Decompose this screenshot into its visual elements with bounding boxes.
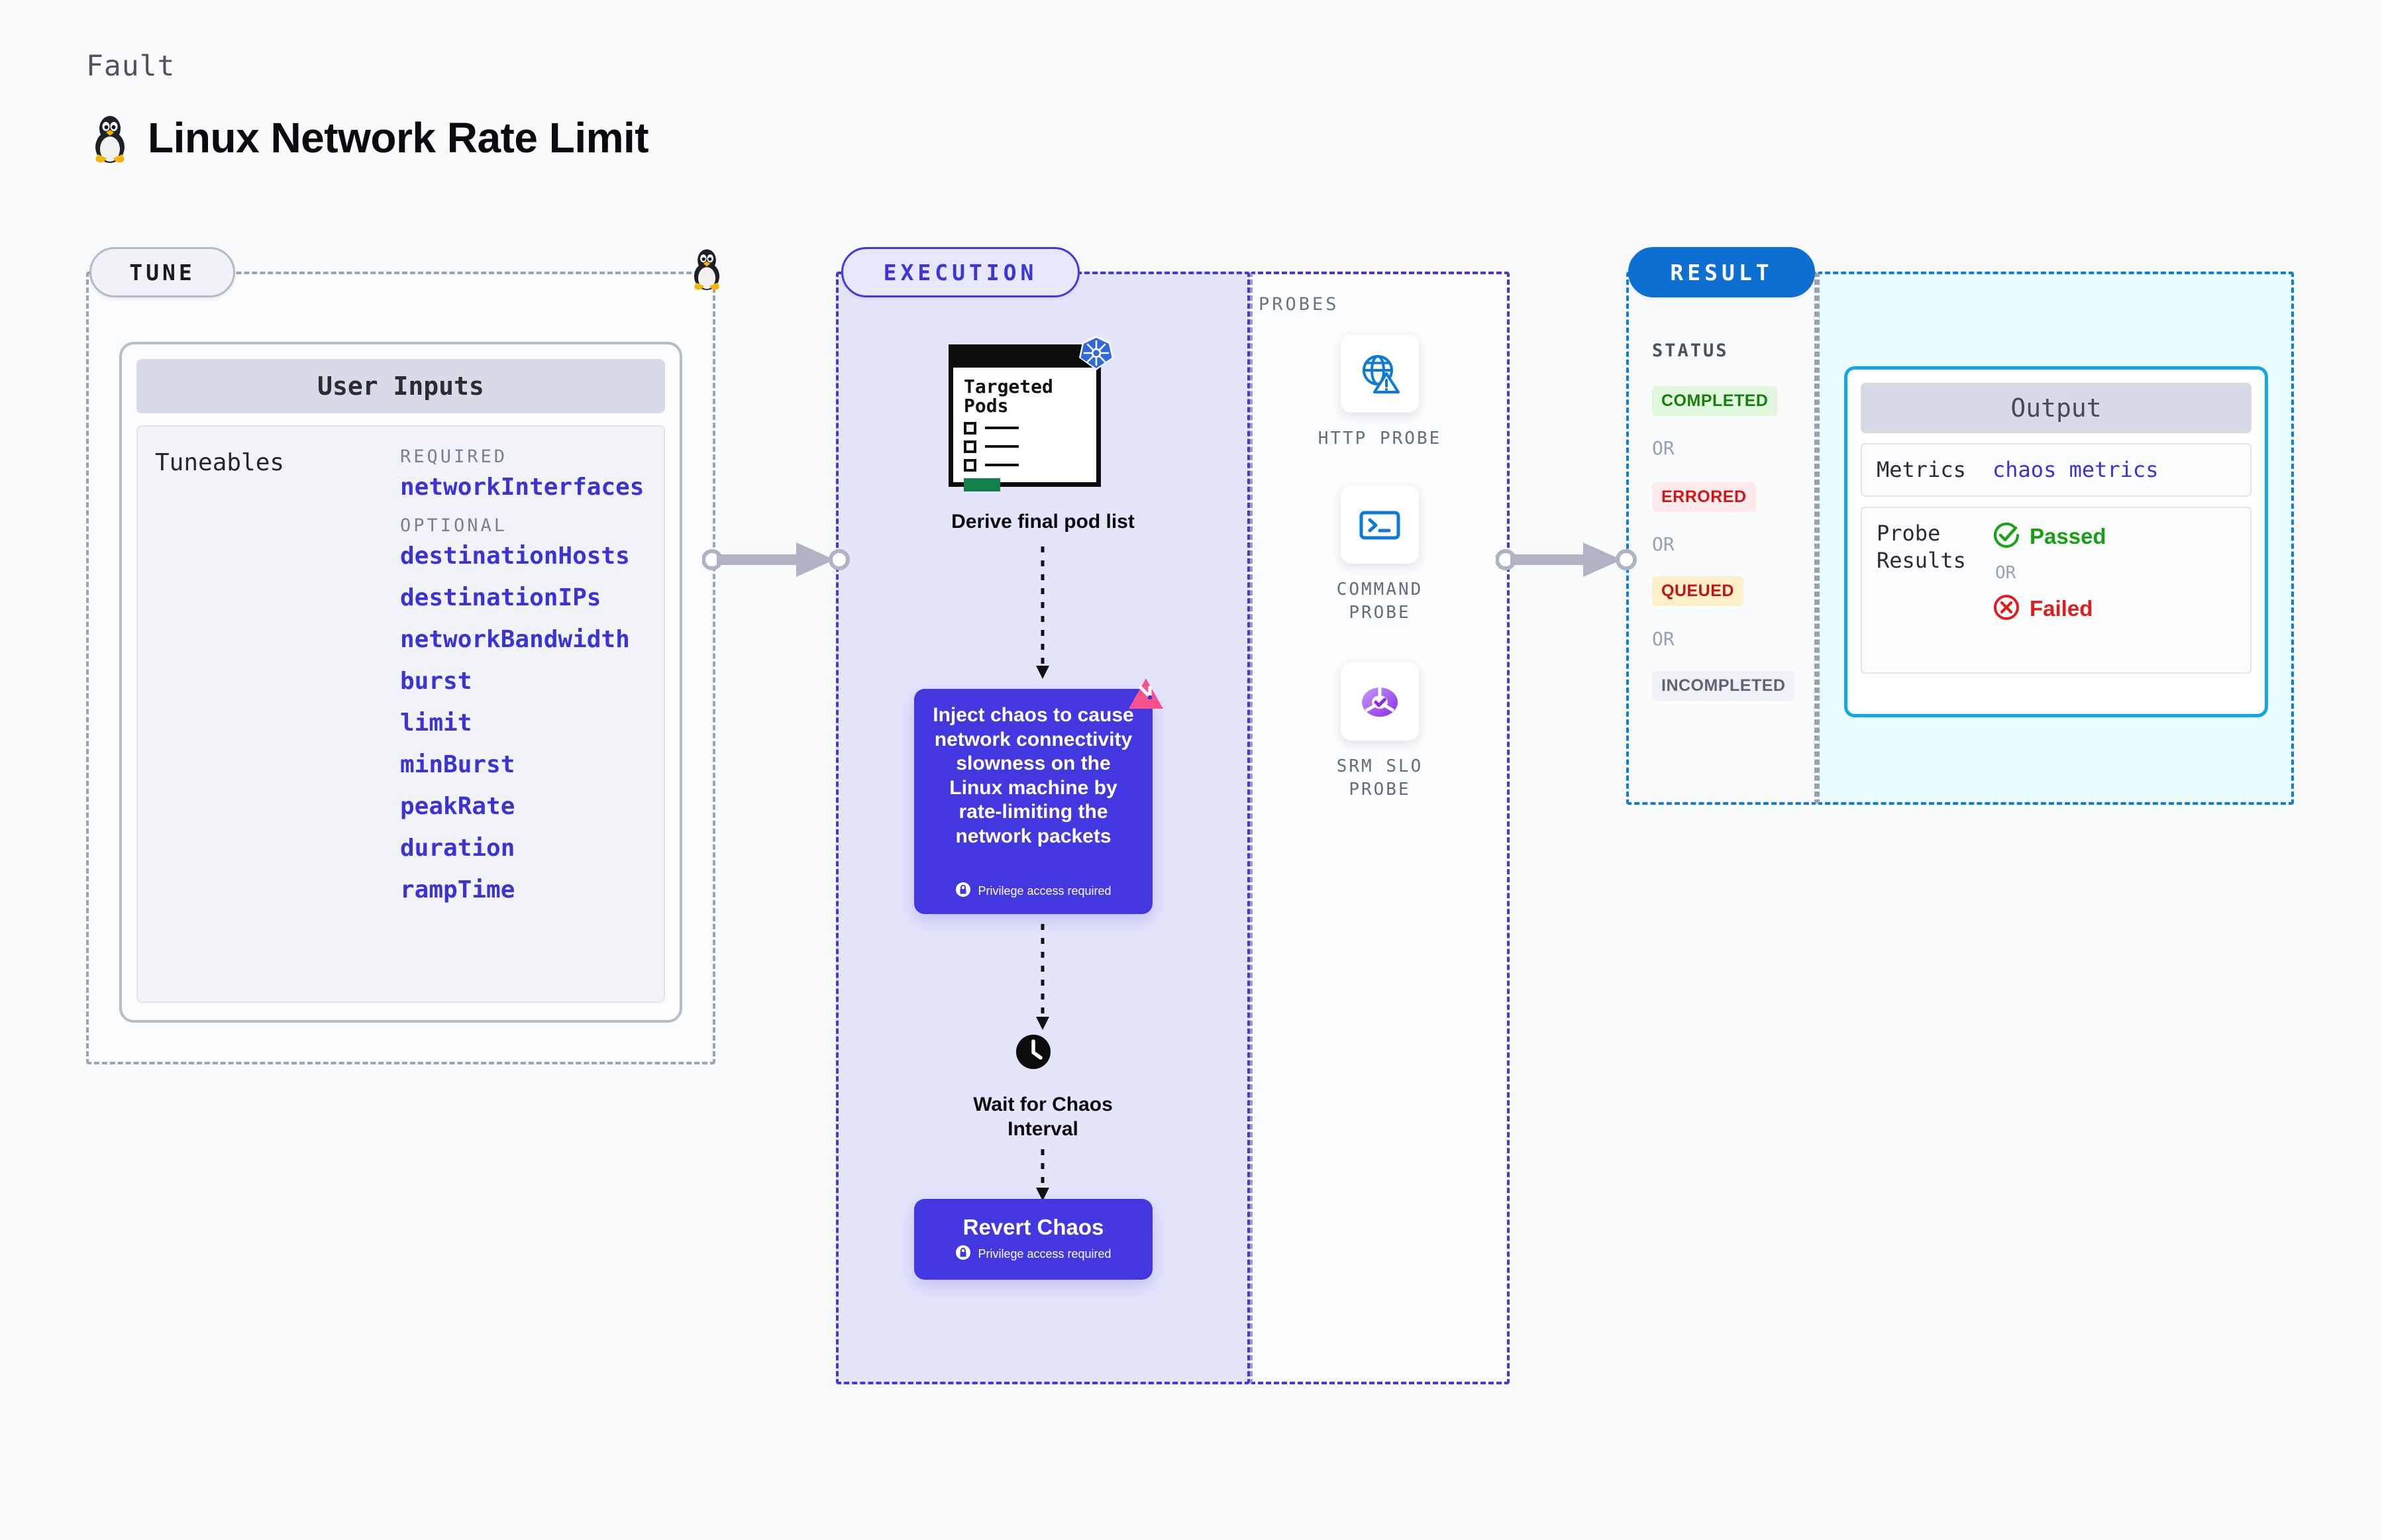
tuneable-item[interactable]: networkInterfaces: [400, 474, 645, 501]
tuneable-item[interactable]: destinationIPs: [400, 584, 601, 611]
execution-flow: Targeted Pods: [836, 272, 1250, 1384]
pods-checkbox: [964, 421, 976, 435]
section-pill-result[interactable]: RESULT: [1628, 247, 1815, 297]
status-badge-incompleted: INCOMPLETED: [1652, 671, 1795, 701]
targeted-pods-card: Targeted Pods: [949, 336, 1113, 491]
user-inputs-title: User Inputs: [136, 359, 665, 413]
flow-arrow-3: [1033, 1149, 1053, 1204]
revert-chaos-title: Revert Chaos: [962, 1215, 1104, 1239]
tuneable-item[interactable]: destinationHosts: [400, 542, 630, 570]
pods-line: [985, 427, 1019, 430]
wait-clock-icon: [1015, 1033, 1052, 1074]
pods-checkbox: [964, 440, 976, 453]
user-inputs-card: User Inputs Tuneables REQUIRED networkIn…: [119, 342, 682, 1023]
status-or-1: OR: [1652, 437, 1675, 459]
tuneables-required-header: REQUIRED: [400, 446, 508, 467]
srm-slo-donut-icon: [1341, 662, 1419, 741]
tuneable-item[interactable]: rampTime: [400, 876, 515, 903]
output-metrics-row: Metrics chaos metrics: [1861, 443, 2252, 497]
tuneables-list: REQUIRED networkInterfaces OPTIONAL dest…: [400, 446, 647, 982]
result-status-label: STATUS: [1652, 340, 1729, 361]
inject-chaos-step[interactable]: Inject chaos to cause network connectivi…: [914, 678, 1163, 914]
output-probe-results-key: Probe Results: [1877, 520, 1966, 573]
flow-arrow-1: [1033, 546, 1053, 682]
tuneables-optional-header: OPTIONAL: [400, 515, 508, 536]
tuneables-panel: Tuneables REQUIRED networkInterfaces OPT…: [136, 425, 665, 1003]
section-pill-execution[interactable]: EXECUTION: [841, 247, 1080, 297]
pods-list-row: [964, 421, 1087, 435]
probes-region: [1250, 272, 1510, 1384]
pods-list-row: [964, 440, 1087, 453]
status-badge-completed: COMPLETED: [1652, 386, 1778, 416]
pods-green-bar: [964, 478, 1000, 491]
lock-icon: [955, 1245, 971, 1264]
connector-tune-to-execution: [701, 540, 861, 583]
kubernetes-helm-icon: [1077, 334, 1115, 376]
x-circle-icon: [1993, 593, 2020, 625]
probe-result-or: OR: [1995, 562, 2016, 583]
pods-card-title-line2: Pods: [964, 395, 1009, 417]
inject-chaos-text: Inject chaos to cause network connectivi…: [933, 704, 1134, 847]
section-pill-tune[interactable]: TUNE: [89, 247, 235, 297]
pods-card-title-line1: Targeted: [964, 376, 1053, 397]
status-badge-queued: QUEUED: [1652, 576, 1743, 606]
output-metrics-key: Metrics: [1877, 457, 1966, 482]
connector-execution-to-result: [1495, 540, 1648, 583]
pods-list-row: [964, 458, 1087, 472]
status-or-3: OR: [1652, 628, 1675, 650]
linux-tux-icon: [89, 113, 130, 163]
tuneable-item[interactable]: limit: [400, 709, 472, 737]
tuneable-item[interactable]: duration: [400, 835, 515, 862]
litmus-icon: [1127, 677, 1165, 715]
probe-result-passed-label: Passed: [2030, 524, 2106, 549]
tuneable-item[interactable]: burst: [400, 668, 472, 695]
globe-warning-icon: [1341, 334, 1419, 413]
revert-chaos-privilege-row: Privilege access required: [955, 1245, 1112, 1264]
output-metrics-value[interactable]: chaos metrics: [1993, 457, 2159, 483]
pods-card-titlebar: [953, 349, 1096, 368]
status-or-2: OR: [1652, 533, 1675, 555]
pods-line: [985, 445, 1019, 448]
derive-pod-list-caption: Derive final pod list: [951, 511, 1135, 533]
page-title-row: Linux Network Rate Limit: [89, 113, 649, 163]
inject-chaos-privilege-row: Privilege access required: [914, 882, 1153, 901]
pods-checkbox: [964, 458, 976, 472]
page-eyebrow: Fault: [86, 50, 176, 83]
tuneable-item[interactable]: minBurst: [400, 751, 515, 778]
lock-icon: [955, 882, 971, 901]
wait-chaos-caption-line1: Wait for Chaos: [973, 1094, 1113, 1115]
probe-result-failed-label: Failed: [2030, 596, 2093, 621]
probe-http[interactable]: HTTP PROBE: [1250, 334, 1510, 450]
output-card: Output Metrics chaos metrics Probe Resul…: [1844, 366, 2268, 717]
tuneable-item[interactable]: peakRate: [400, 793, 515, 820]
tune-linux-tux-icon: [689, 246, 725, 293]
probe-result-failed: Failed: [1993, 593, 2106, 625]
output-title: Output: [1861, 383, 2252, 433]
probe-result-passed: Passed: [1993, 521, 2106, 552]
output-probe-results-row: Probe Results Passed OR: [1861, 506, 2252, 674]
tuneable-item[interactable]: networkBandwidth: [400, 626, 630, 653]
wait-chaos-caption-line2: Interval: [1008, 1118, 1078, 1140]
inject-chaos-privilege-note: Privilege access required: [978, 884, 1112, 898]
page-title: Linux Network Rate Limit: [148, 114, 649, 162]
output-probe-results-values: Passed OR Failed: [1993, 520, 2106, 625]
probe-http-label: HTTP PROBE: [1318, 429, 1442, 448]
tuneables-label: Tuneables: [155, 449, 285, 476]
flow-arrow-2: [1033, 924, 1053, 1033]
check-circle-icon: [1993, 521, 2020, 552]
status-badge-errored: ERRORED: [1652, 482, 1756, 512]
terminal-prompt-icon: [1341, 486, 1419, 564]
probes-label: PROBES: [1259, 294, 1339, 315]
pods-line: [985, 464, 1019, 467]
revert-chaos-privilege-note: Privilege access required: [978, 1247, 1112, 1260]
revert-chaos-step[interactable]: Revert Chaos Privilege access required: [914, 1199, 1153, 1280]
